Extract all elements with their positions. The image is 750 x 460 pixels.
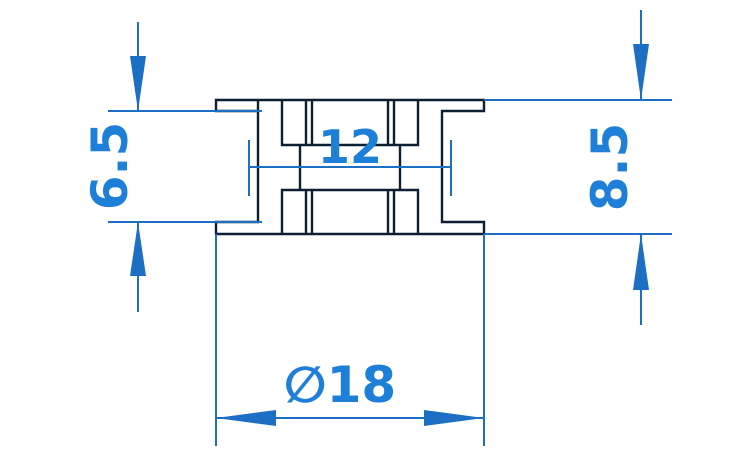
dimension-outer-diameter: ∅18 (215, 234, 485, 446)
diameter-label: ∅18 (284, 356, 396, 414)
arrow-down-icon (633, 44, 649, 100)
arrow-up-icon (130, 222, 146, 276)
hub-upper-inner-lines (304, 100, 396, 145)
hub-upper-block (256, 100, 420, 147)
arrow-left-icon (216, 410, 276, 426)
hub-lower-inner-lines (304, 190, 396, 234)
arrow-down-icon (130, 56, 146, 111)
dimension-left-height: 6.5 (81, 22, 262, 312)
bore-width-label: 12 (318, 120, 382, 174)
left-height-label: 6.5 (81, 122, 139, 211)
arrow-right-icon (424, 410, 484, 426)
right-height-label: 8.5 (581, 123, 639, 212)
dimension-right-height: 8.5 (484, 10, 672, 325)
dimension-bore-width: 12 (248, 120, 452, 196)
hub-lower-block (280, 188, 420, 234)
arrow-up-icon (633, 234, 649, 290)
